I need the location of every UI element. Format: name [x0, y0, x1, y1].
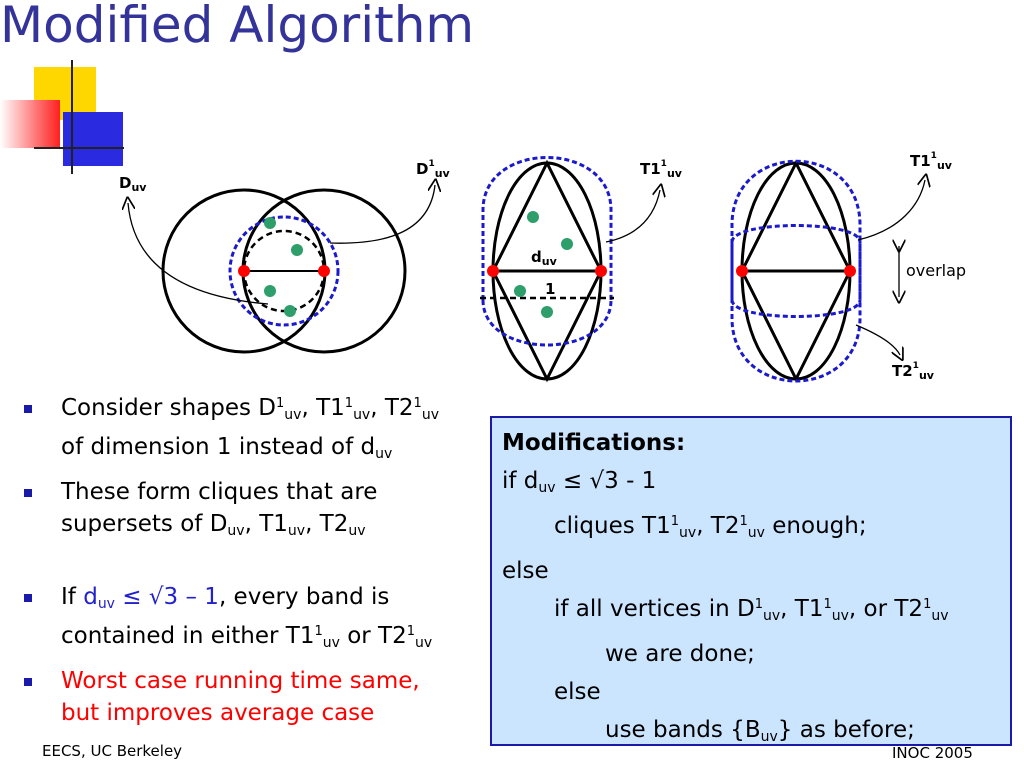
green-point [284, 305, 296, 317]
mod-line: use bands {Buv} as before; [605, 717, 915, 745]
bullet-item: Consider shapes D1uv, T11uv, T21uv of di… [24, 392, 494, 470]
mod-line: cliques T11uv, T21uv enough; [554, 513, 867, 541]
label-t1-uv-a: T11uv [640, 159, 682, 180]
green-point [264, 285, 276, 297]
footer-left: EECS, UC Berkeley [42, 742, 183, 760]
mod-line: we are done; [605, 641, 755, 667]
green-point [291, 244, 303, 256]
footer-right: INOC 2005 [892, 744, 973, 762]
mod-line: if duv ≤ √3 - 1 [502, 468, 657, 496]
blue-dashed-circle [228, 215, 340, 327]
figure-circles [128, 185, 435, 354]
figure-overlap [730, 159, 925, 383]
label-d-uv: Duv [119, 174, 147, 194]
geometry-diagram [0, 156, 1024, 383]
label-t2-uv: T21uv [892, 361, 934, 382]
mod-line: else [554, 679, 601, 705]
green-point [264, 217, 276, 229]
label-small-d-uv: duv [531, 248, 557, 268]
modifications-heading: Modifications: [502, 430, 686, 456]
label-overlap: overlap [906, 261, 967, 280]
bullet-list: Consider shapes D1uv, T11uv, T21uv of di… [24, 392, 494, 729]
red-vertex [318, 265, 330, 277]
mod-line: if all vertices in D1uv, T11uv, or T21uv [554, 596, 949, 624]
figure-ellipse-triangles [480, 156, 660, 383]
red-vertex [238, 265, 250, 277]
label-d1-uv: D1uv [416, 159, 450, 180]
bullet-item: These form cliques that are supersets of… [24, 476, 494, 547]
mod-line: else [502, 558, 549, 584]
bullet-item: If duv ≤ √3 – 1, every band is contained… [24, 581, 494, 659]
label-one: 1 [545, 280, 556, 298]
modifications-box: Modifications: if duv ≤ √3 - 1 cliques T… [490, 416, 1012, 746]
label-t1-uv-b: T11uv [910, 151, 952, 172]
page-title: Modified Algorithm [0, 0, 475, 54]
bullet-item: Worst case running time same, but improv… [24, 665, 494, 729]
